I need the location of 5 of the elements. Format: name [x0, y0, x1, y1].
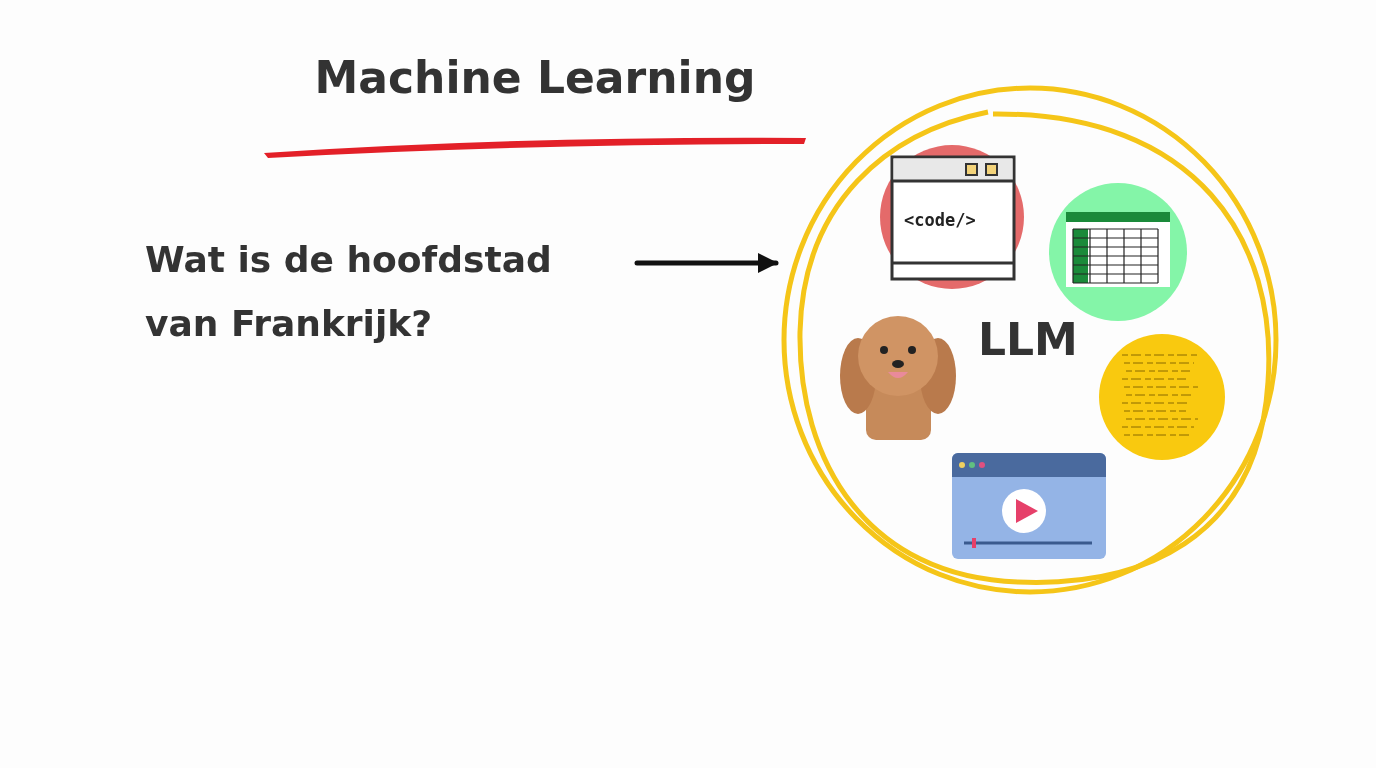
- code-window: [880, 145, 1025, 290]
- question-text: Wat is de hoofdstad van Frankrijk?: [145, 228, 635, 358]
- code-label: <code/>: [904, 210, 976, 230]
- arrow: [634, 253, 779, 273]
- llm-label: LLM: [978, 314, 1078, 365]
